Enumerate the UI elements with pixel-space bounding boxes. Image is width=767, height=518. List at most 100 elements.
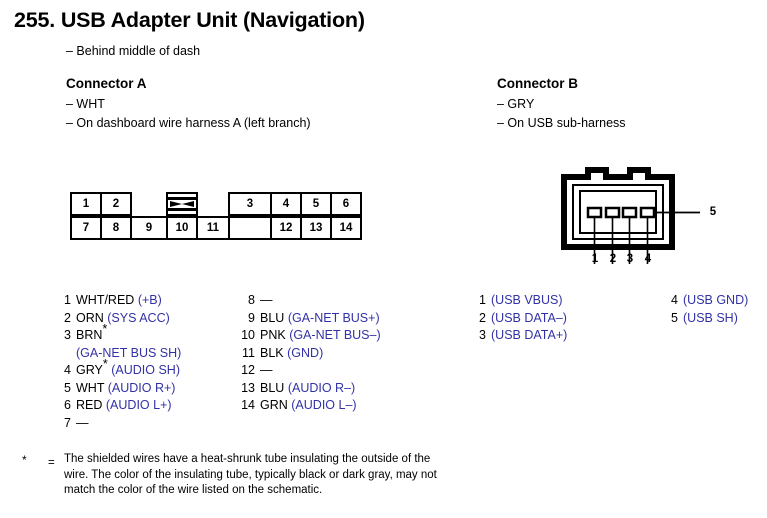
pin-row: 4 (USB GND) [668,292,767,310]
connector-a-pin-cell-blank [228,216,272,240]
location-note: – Behind middle of dash [66,44,201,58]
connector-b-color-note: – GRY [497,97,535,111]
page-title: 255. USB Adapter Unit (Navigation) [14,8,365,32]
pin-signal: (GA-NET BUS–) [289,328,381,342]
pin-number: 14 [241,398,255,412]
connector-a-pin-cell-5: 5 [300,192,332,216]
connector-a-pin-diagram: 1 2 3 4 5 6 7 8 9 10 11 12 13 14 [70,192,362,240]
connector-b-pin-list-left: 1 (USB VBUS) 2 (USB DATA–) 3 (USB DATA+) [476,292,656,345]
pin-wire-color: PNK [260,328,286,342]
pin-number: 6 [64,398,71,412]
pin-signal: (SYS ACC) [107,310,170,325]
pin-row: 3 BRN* [54,323,229,345]
pin-wire-color: WHT [76,380,105,395]
connector-b-harness-note: – On USB sub-harness [497,116,626,130]
pin-row: 8 — [238,292,413,310]
pin-number: 1 [64,293,71,307]
pin-number: 9 [248,310,255,325]
pin-footnote-marker: * [102,321,108,336]
pin-signal-continued: (GA-NET BUS SH) [76,345,182,360]
connector-a-pin-cell-9: 9 [130,216,168,240]
pin-number: 5 [671,310,678,325]
pin-row: 2 ORN (SYS ACC) [54,310,229,328]
connector-a-pin-cell-10: 10 [166,216,198,240]
connector-a-pin-cell-12: 12 [270,216,302,240]
pin-number: 5 [64,380,71,395]
pin-signal: (AUDIO L–) [291,398,357,412]
pin-row: 1 (USB VBUS) [476,292,656,310]
pin-row: 5 WHT (AUDIO R+) [54,380,229,398]
pin-row: 1 WHT/RED (+B) [54,292,229,310]
connector-b-pin-list-right: 4 (USB GND) 5 (USB SH) [668,292,767,327]
connector-a-keyway-icon [166,192,198,216]
connector-a-pin-cell-3: 3 [228,192,272,216]
pin-row: 9 BLU (GA-NET BUS+) [238,310,413,328]
connector-b-heading: Connector B [497,76,578,91]
pin-signal: (USB DATA–) [491,310,567,325]
connector-b-pin-diagram: 1 2 3 4 5 [560,165,760,270]
connector-a-pin-cell-13: 13 [300,216,332,240]
pin-footnote-marker: * [102,356,108,371]
pin-unused-dash: — [76,415,89,430]
connector-a-harness-note: – On dashboard wire harness A (left bran… [66,116,311,130]
pin-signal: (USB VBUS) [491,293,563,307]
connector-a-pin-cell-1: 1 [70,192,102,216]
pin-wire-color: GRY [76,363,103,377]
connector-a-pin-cell-4: 4 [270,192,302,216]
connector-a-pin-list-left: 1 WHT/RED (+B) 2 ORN (SYS ACC) 3 BRN* (G… [54,292,229,432]
pin-number: 11 [242,345,255,360]
pin-number: 3 [64,328,71,342]
pin-signal: (AUDIO L+) [105,398,172,412]
pin-signal: (AUDIO R–) [287,380,356,395]
pin-signal: (USB DATA+) [491,328,568,342]
pin-row: 4 GRY* (AUDIO SH) [54,358,229,380]
pin-number: 4 [64,363,71,377]
connector-a-pin-cell-6: 6 [330,192,362,216]
connector-a-pin-cell-14: 14 [330,216,362,240]
pin-number: 4 [671,293,678,307]
connector-b-pin-label-5: 5 [709,206,717,218]
pin-wire-color: ORN [76,310,104,325]
pin-row: 2 (USB DATA–) [476,310,656,328]
connector-b-pin-label-1: 1 [591,253,599,265]
pin-row: 5 (USB SH) [668,310,767,328]
footnote-text: The shielded wires have a heat-shrunk tu… [64,453,437,496]
pin-number: 12 [241,363,255,377]
pin-number: 3 [479,328,486,342]
pin-wire-color: RED [76,398,103,412]
pin-row-continuation: (GA-NET BUS SH) [54,345,229,363]
pin-row: 12 — [238,362,413,380]
pin-wire-color: BLK [260,345,284,360]
pin-row: 13 BLU (AUDIO R–) [238,380,413,398]
footnote: * = The shielded wires have a heat-shrun… [22,452,442,499]
pin-row: 3 (USB DATA+) [476,327,656,345]
connector-a-pin-cell-7: 7 [70,216,102,240]
connector-a-color-note: – WHT [66,97,105,111]
connector-a-heading: Connector A [66,76,147,91]
pin-number: 10 [241,328,255,342]
pin-number: 8 [248,293,255,307]
pin-number: 2 [479,310,486,325]
pin-row: 11 BLK (GND) [238,345,413,363]
pin-unused-dash: — [260,293,273,307]
pin-signal: (AUDIO R+) [107,380,176,395]
pin-signal: (USB SH) [683,310,738,325]
connector-a-pin-cell-11: 11 [196,216,230,240]
pin-wire-color: BLU [260,380,285,395]
footnote-star-marker: * [22,453,27,467]
connector-b-pin-label-4: 4 [644,253,652,265]
pin-wire-color: WHT/RED [76,293,135,307]
pin-wire-color: BRN [76,328,103,342]
pin-number: 2 [64,310,71,325]
pin-wire-color: GRN [260,398,288,412]
pin-signal: (GND) [287,345,324,360]
pin-signal: (USB GND) [683,293,749,307]
pin-number: 7 [64,415,71,430]
pin-signal: (+B) [137,293,162,307]
pin-signal: (AUDIO SH) [111,363,180,377]
connector-a-pin-cell-2: 2 [100,192,132,216]
connector-a-pin-cell-8: 8 [100,216,132,240]
pin-row: 14 GRN (AUDIO L–) [238,397,413,415]
footnote-equals-sign: = [48,457,55,469]
connector-a-pin-list-right: 8 — 9 BLU (GA-NET BUS+) 10 PNK (GA-NET B… [238,292,413,415]
